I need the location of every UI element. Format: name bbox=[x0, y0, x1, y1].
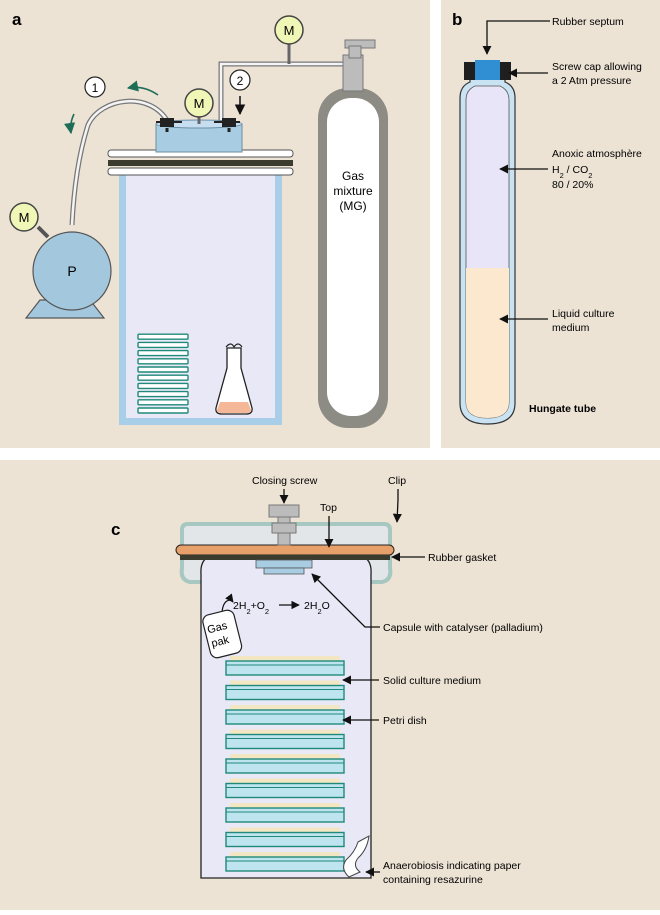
step-1-marker bbox=[84, 76, 106, 98]
agar-layer bbox=[230, 803, 340, 808]
clip-label: Clip bbox=[388, 475, 406, 487]
petri-plate bbox=[137, 382, 189, 390]
capsule-label: Capsule with catalyser (palladium) bbox=[383, 622, 543, 634]
gauge-label-cylinder: M bbox=[284, 23, 295, 38]
cylinder-label-line3: (MG) bbox=[339, 199, 366, 213]
gaspak-label-line1: Gas bbox=[206, 620, 229, 637]
petri-plate bbox=[225, 856, 345, 872]
petri-plate bbox=[137, 399, 189, 406]
vacuum-pump bbox=[24, 225, 112, 319]
closing-screw-label: Closing screw bbox=[252, 475, 318, 487]
pump-label: P bbox=[67, 263, 76, 279]
panel-a-letter: a bbox=[12, 10, 22, 29]
petri-plate bbox=[137, 333, 189, 340]
petri-plate bbox=[137, 366, 189, 373]
gauge-icon-lid bbox=[184, 88, 214, 118]
cylinder-label-line2: mixture bbox=[333, 184, 373, 198]
indicator-paper-icon bbox=[343, 835, 370, 878]
petri-dish-label: Petri dish bbox=[383, 715, 427, 727]
petri-plate bbox=[225, 758, 345, 774]
liquid-label-line2: medium bbox=[552, 322, 590, 334]
gauge-label-lid: M bbox=[194, 96, 205, 111]
top-label: Top bbox=[320, 502, 337, 514]
petri-stack-gaspak bbox=[225, 656, 345, 872]
indicator-label-line2: containing resazurine bbox=[383, 874, 483, 886]
agar-layer bbox=[230, 754, 340, 759]
agar-layer bbox=[230, 729, 340, 735]
gaspak-label-line2: pak bbox=[210, 634, 231, 650]
atm-label-line3: 80 / 20% bbox=[552, 179, 593, 191]
petri-plate bbox=[225, 733, 345, 750]
step-2-label: 2 bbox=[237, 74, 244, 88]
solid-medium-label: Solid culture medium bbox=[383, 675, 481, 687]
petri-plate bbox=[225, 684, 345, 701]
liquid-label-line1: Liquid culture bbox=[552, 308, 615, 320]
cylinder-label-line1: Gas bbox=[342, 169, 364, 183]
indicator-label-line1: Anaerobiosis indicating paper bbox=[383, 860, 521, 872]
petri-plate bbox=[225, 807, 345, 823]
hungate-tube bbox=[459, 60, 516, 425]
petri-stack-jar bbox=[137, 333, 189, 414]
agar-layer bbox=[230, 852, 340, 857]
petri-plate bbox=[225, 660, 345, 676]
clip-arrow-icon bbox=[392, 489, 402, 523]
agar-layer bbox=[230, 680, 340, 686]
petri-plate bbox=[137, 341, 189, 349]
septum-label: Rubber septum bbox=[552, 16, 624, 28]
anaerobic-jar bbox=[107, 119, 294, 425]
agar-layer bbox=[230, 656, 340, 661]
panel-c-letter: c bbox=[111, 520, 120, 539]
rubber-gasket-label: Rubber gasket bbox=[428, 552, 496, 564]
tube-name: Hungate tube bbox=[529, 403, 596, 415]
petri-plate bbox=[225, 831, 345, 848]
petri-plate bbox=[137, 390, 189, 398]
gas-cylinder bbox=[318, 39, 388, 428]
petri-plate bbox=[225, 709, 345, 725]
petri-plate bbox=[225, 782, 345, 799]
flow-arrow-icon-2 bbox=[64, 113, 76, 135]
petri-plate bbox=[137, 358, 189, 365]
reaction-right: 2H2O bbox=[304, 600, 330, 616]
gauge-label-pump: M bbox=[19, 210, 30, 225]
petri-plate bbox=[137, 374, 189, 381]
cap-label-line2: a 2 Atm pressure bbox=[552, 75, 632, 87]
reaction-left: 2H2+O2 bbox=[233, 600, 269, 616]
agar-layer bbox=[230, 827, 340, 833]
atm-label-line1: Anoxic atmosphère bbox=[552, 148, 642, 160]
gauge-icon-pump bbox=[9, 202, 39, 232]
petri-plate bbox=[137, 349, 189, 357]
gauge-icon-cylinder bbox=[274, 15, 304, 45]
agar-layer bbox=[230, 705, 340, 710]
cap-label-line1: Screw cap allowing bbox=[552, 61, 642, 73]
petri-plate bbox=[137, 407, 189, 414]
step-1-label: 1 bbox=[92, 81, 99, 95]
gaspak-envelope bbox=[202, 609, 243, 659]
step-2-marker bbox=[229, 69, 251, 91]
flow-arrow-icon-1 bbox=[126, 80, 159, 96]
panel-b-letter: b bbox=[452, 10, 462, 29]
capsule-arrow-icon bbox=[311, 573, 380, 628]
septum-arrow-icon bbox=[482, 20, 550, 55]
agar-layer bbox=[230, 778, 340, 784]
erlenmeyer-flask bbox=[215, 343, 253, 415]
atm-label-line2: H2 / CO2 bbox=[552, 164, 592, 180]
